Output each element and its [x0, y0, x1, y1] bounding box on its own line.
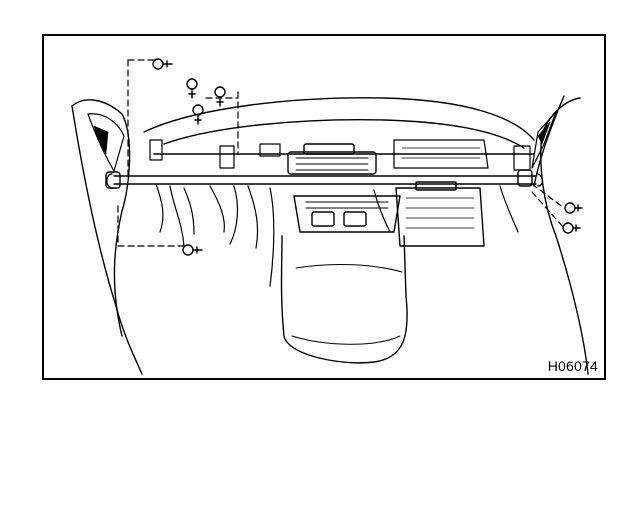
wire-harness	[155, 183, 519, 287]
figure-code: H06074	[547, 358, 598, 374]
bolt-icon	[152, 58, 173, 70]
dashboard-reinforcement-illustration	[71, 58, 589, 375]
bolt-icon	[182, 244, 203, 256]
center-console-unit	[280, 143, 408, 364]
reinforcement-beam	[105, 169, 544, 189]
left-pillar	[71, 99, 143, 375]
dash-upper-contour	[143, 97, 535, 155]
bolt-callout-left	[117, 59, 239, 247]
right-pillar	[531, 95, 589, 375]
bolt-icon	[186, 78, 198, 99]
bolt-icon	[192, 104, 204, 125]
figure-frame: H06074	[42, 34, 606, 380]
bolt-icon	[562, 222, 581, 234]
mounting-bracket	[149, 139, 531, 171]
heater-unit	[393, 139, 489, 247]
bolt-callout-right	[531, 183, 565, 229]
bolt-icon	[564, 202, 583, 214]
bolt-icon	[214, 86, 226, 107]
